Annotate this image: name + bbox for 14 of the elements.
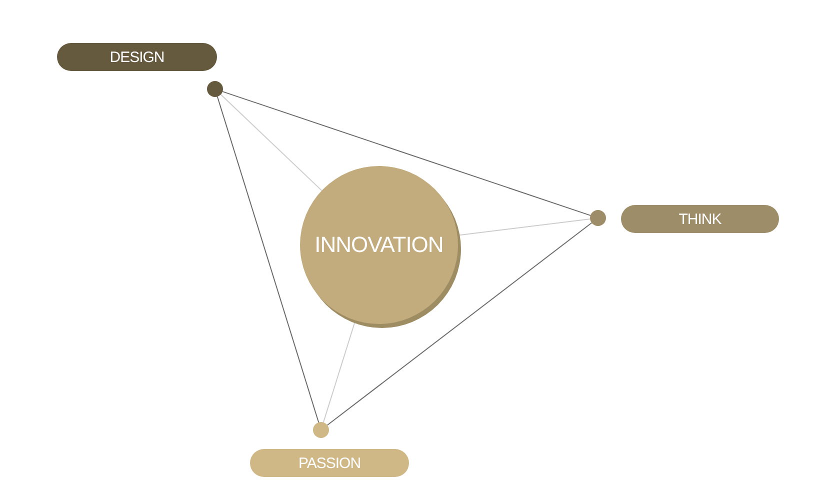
connector-line [222,91,591,216]
label-pill [57,43,217,71]
anchor-dot [590,210,606,226]
connector-line [326,222,592,426]
connector-line [220,94,322,192]
label-pill [621,205,779,233]
node-label: INNOVATION [314,232,444,258]
node-label: DESIGN [110,48,164,66]
node-label: THINK [678,210,722,228]
node-label: PASSION [298,454,361,472]
anchor-dot [207,81,223,97]
label-pill [250,449,409,477]
anchor-dot [313,422,329,438]
connector-line [216,96,320,423]
